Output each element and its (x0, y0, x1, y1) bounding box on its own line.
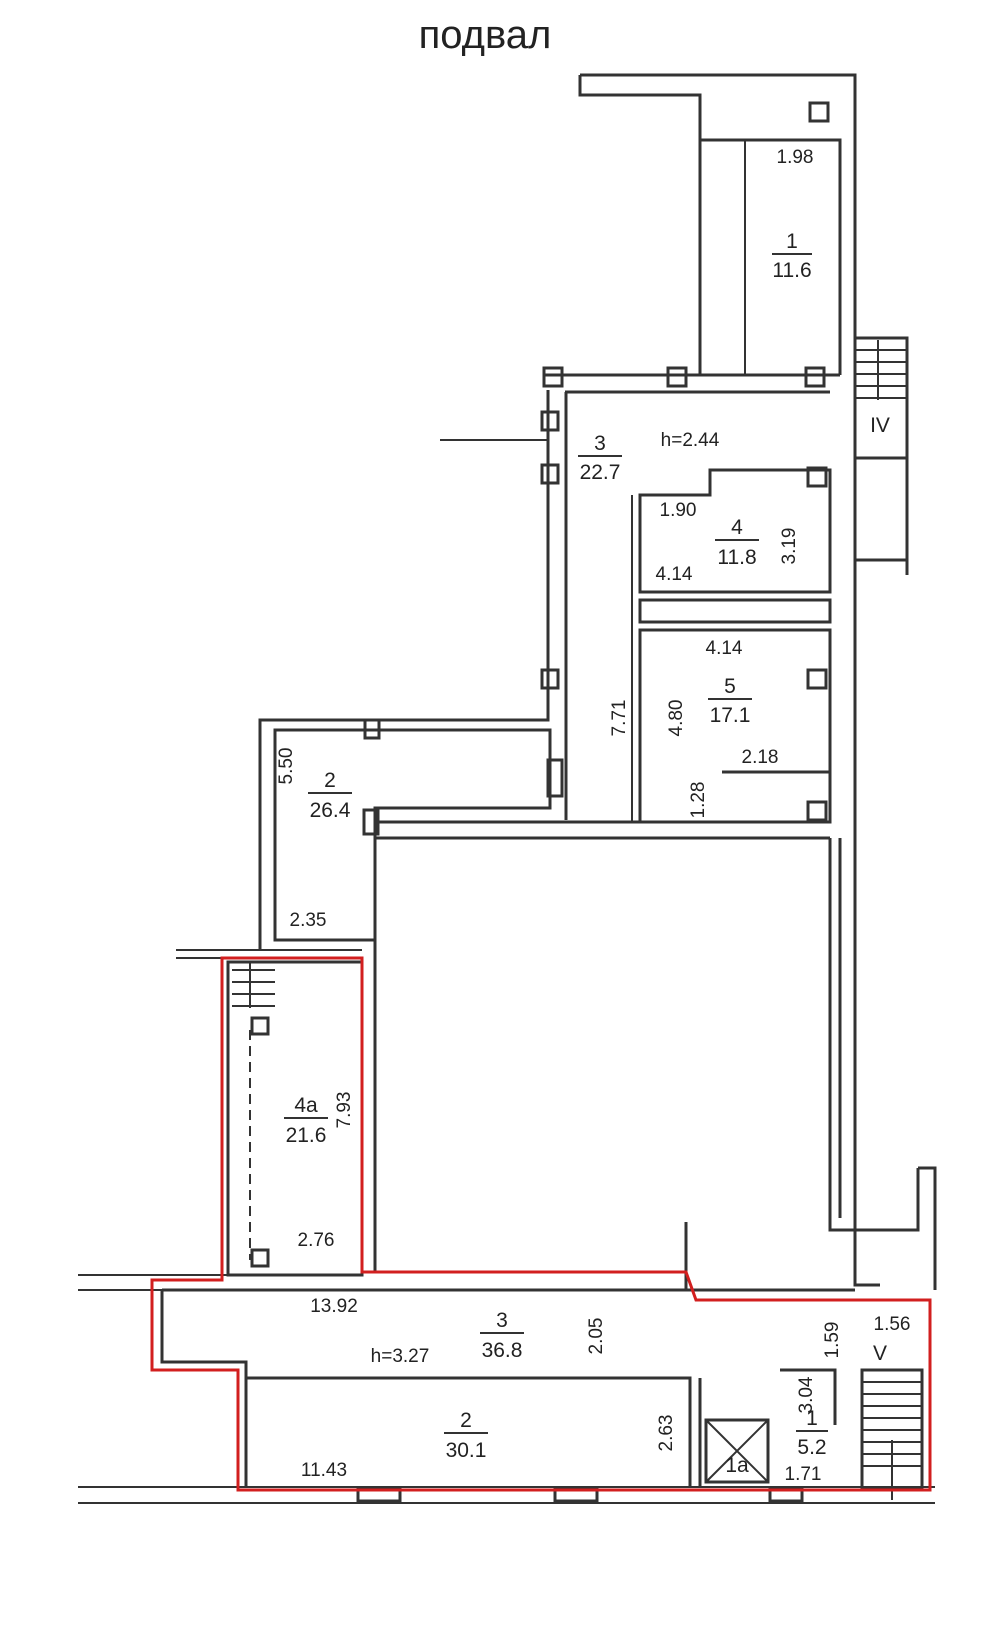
dim-7-93: 7.93 (334, 1092, 355, 1129)
wall-corridor-left (160, 1290, 248, 1487)
wall-room4-inner (638, 598, 832, 624)
dim-1-56: 1.56 (874, 1314, 911, 1335)
column-10 (363, 718, 381, 740)
wall-corridor-mid (246, 1376, 692, 1487)
room-3-number: 3 (594, 432, 606, 455)
room-4-number: 4 (731, 516, 743, 539)
room-2-area: 26.4 (310, 799, 351, 822)
walls-lower (78, 960, 935, 1504)
dim-11-43: 11.43 (301, 1460, 347, 1481)
room-4a-area: 21.6 (286, 1124, 327, 1147)
column-11 (546, 758, 564, 798)
dim-4-80: 4.80 (666, 700, 687, 737)
stair-4a (232, 962, 275, 1008)
stair-iv-label: IV (870, 414, 890, 437)
room-1-area: 11.6 (772, 259, 811, 282)
stair-iv (853, 336, 909, 575)
highlighted-area (150, 956, 932, 1492)
highlight-room4a (150, 956, 932, 1492)
dim-4-14a: 4.14 (656, 564, 693, 585)
room-4a-number: 4а (294, 1094, 318, 1117)
room-1-number: 1 (786, 230, 798, 253)
plan-title: подвал (419, 13, 552, 57)
column-6 (540, 668, 560, 690)
column-2 (666, 366, 688, 388)
walls-upper (176, 73, 937, 1292)
column-7 (806, 466, 828, 488)
room-5-area: 17.1 (710, 704, 751, 727)
room-5-number: 5 (724, 675, 736, 698)
wall-tower-inner (698, 138, 842, 375)
dim-13-92: 13.92 (310, 1296, 358, 1317)
dim-h-2-44: h=2.44 (661, 430, 720, 451)
room-2-number: 2 (324, 769, 336, 792)
dim-1-59: 1.59 (822, 1322, 843, 1359)
wall-tower-top (578, 75, 702, 375)
room-4-area: 11.8 (717, 546, 756, 569)
wall-room3-left (258, 390, 550, 950)
dim-2-63: 2.63 (656, 1415, 677, 1452)
wall-room4 (638, 468, 832, 594)
column-1 (542, 366, 564, 388)
dim-2-76: 2.76 (298, 1230, 335, 1251)
room-1b-area: 5.2 (797, 1436, 826, 1459)
elevator-x2 (705, 1419, 769, 1483)
dim-3-19: 3.19 (779, 528, 800, 565)
dim-3-04: 3.04 (796, 1376, 817, 1413)
column-9 (806, 800, 828, 822)
dim-5-50: 5.50 (276, 748, 297, 785)
room-3-area: 22.7 (580, 461, 621, 484)
dim-1-28: 1.28 (688, 782, 709, 819)
room-3b-number: 3 (496, 1309, 508, 1332)
column-4a-1 (250, 1016, 270, 1036)
room-2b-area: 30.1 (446, 1439, 487, 1462)
room-1b-number: 1 (806, 1407, 818, 1430)
column-4a-2 (250, 1248, 270, 1268)
stair-v-label: V (873, 1342, 887, 1365)
elevator-1a (704, 1418, 770, 1484)
room-2b-number: 2 (460, 1409, 472, 1432)
column-4 (540, 410, 560, 432)
wall-tower-outer (580, 73, 880, 1287)
wall-central-right (828, 838, 920, 1232)
dim-2-35: 2.35 (290, 910, 327, 931)
column-5 (540, 463, 560, 485)
dim-1-71: 1.71 (785, 1464, 822, 1485)
dim-1-90: 1.90 (660, 500, 697, 521)
room-3b-area: 36.8 (482, 1339, 523, 1362)
stair-v (860, 1368, 924, 1500)
wall-east-ext (918, 1166, 937, 1290)
wall-room2 (273, 728, 552, 942)
dim-h-3-27: h=3.27 (371, 1346, 430, 1367)
wall-room5-inner (722, 770, 832, 822)
column-8 (806, 668, 828, 690)
wall-central-bottom (684, 1222, 855, 1292)
shaft-top (808, 101, 830, 123)
room-1a-number: 1а (725, 1454, 749, 1477)
wall-room4a (226, 960, 364, 1277)
dim-7-71: 7.71 (609, 700, 630, 737)
dim-2-18: 2.18 (742, 747, 779, 768)
dim-1-98: 1.98 (777, 147, 814, 168)
dim-4-14b: 4.14 (706, 638, 743, 659)
column-3 (804, 366, 826, 388)
dimension-labels: 1.98 h=2.44 1.90 4.14 3.19 4.14 7.71 4.8… (276, 147, 910, 1485)
dim-2-05: 2.05 (586, 1318, 607, 1355)
room-labels: 1 11.6 3 22.7 4 11.8 5 17.1 2 26.4 4а 21… (284, 230, 890, 1477)
wall-room1b (780, 1368, 837, 1425)
column-12 (362, 808, 380, 836)
